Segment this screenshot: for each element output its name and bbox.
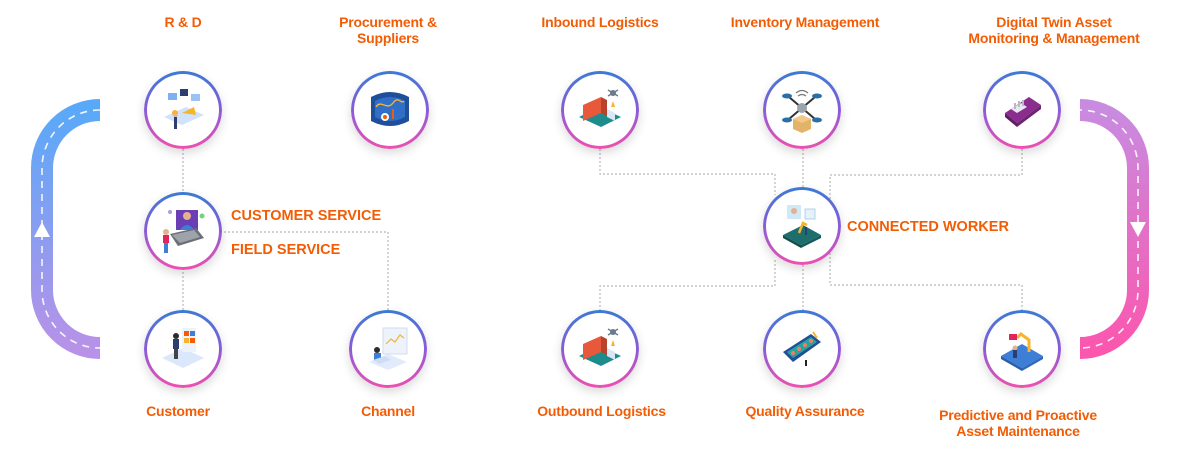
node-predictive[interactable] [983, 310, 1061, 388]
node-channel[interactable] [349, 310, 427, 388]
node-connected-worker[interactable] [763, 187, 841, 265]
node-inbound[interactable] [561, 71, 639, 149]
arrow-down-icon [1130, 222, 1146, 237]
label-connected-worker: CONNECTED WORKER [847, 219, 1009, 235]
label-quality: Quality Assurance [745, 403, 865, 419]
node-outbound[interactable] [561, 310, 639, 388]
node-digital-twin[interactable] [983, 71, 1061, 149]
track-left [31, 99, 101, 359]
label-predictive: Predictive and Proactive Asset Maintenan… [918, 407, 1118, 439]
node-quality[interactable] [763, 310, 841, 388]
track-center-dashes [41, 109, 1139, 349]
arrow-left-icon [487, 340, 502, 356]
arrow-right-icon [906, 102, 921, 118]
track-right [1079, 99, 1149, 359]
arrow-up-icon [34, 222, 50, 237]
label-line: Predictive and Proactive [939, 407, 1097, 423]
label-rd: R & D [164, 14, 202, 30]
connector-worker-outbound [599, 260, 776, 315]
node-rd[interactable] [144, 71, 222, 149]
label-outbound: Outbound Logistics [537, 403, 666, 419]
connector-service-channel [224, 231, 389, 315]
node-customer[interactable] [144, 310, 222, 388]
label-digital-twin: Digital Twin Asset Monitoring & Manageme… [944, 14, 1164, 46]
label-inventory: Inventory Management [730, 14, 880, 30]
label-procurement: Procurement & Suppliers [318, 14, 458, 46]
node-customer-field-service[interactable] [144, 192, 222, 270]
connector-inbound-worker [599, 145, 776, 195]
node-inventory[interactable] [763, 71, 841, 149]
label-inbound: Inbound Logistics [541, 14, 659, 30]
label-line: Procurement & [339, 14, 437, 30]
label-line: Asset Maintenance [956, 423, 1080, 439]
arrow-right-icon [487, 102, 502, 118]
flow-arrows [34, 102, 1146, 356]
arrow-left-icon [911, 340, 926, 356]
label-line: Suppliers [357, 30, 419, 46]
label-field-service: FIELD SERVICE [231, 242, 341, 258]
label-customer: Customer [146, 403, 210, 419]
label-line: Digital Twin Asset [996, 14, 1112, 30]
label-channel: Channel [361, 403, 415, 419]
node-procurement[interactable] [351, 71, 429, 149]
label-customer-service: CUSTOMER SERVICE [231, 208, 382, 224]
label-line: Monitoring & Management [968, 30, 1140, 46]
